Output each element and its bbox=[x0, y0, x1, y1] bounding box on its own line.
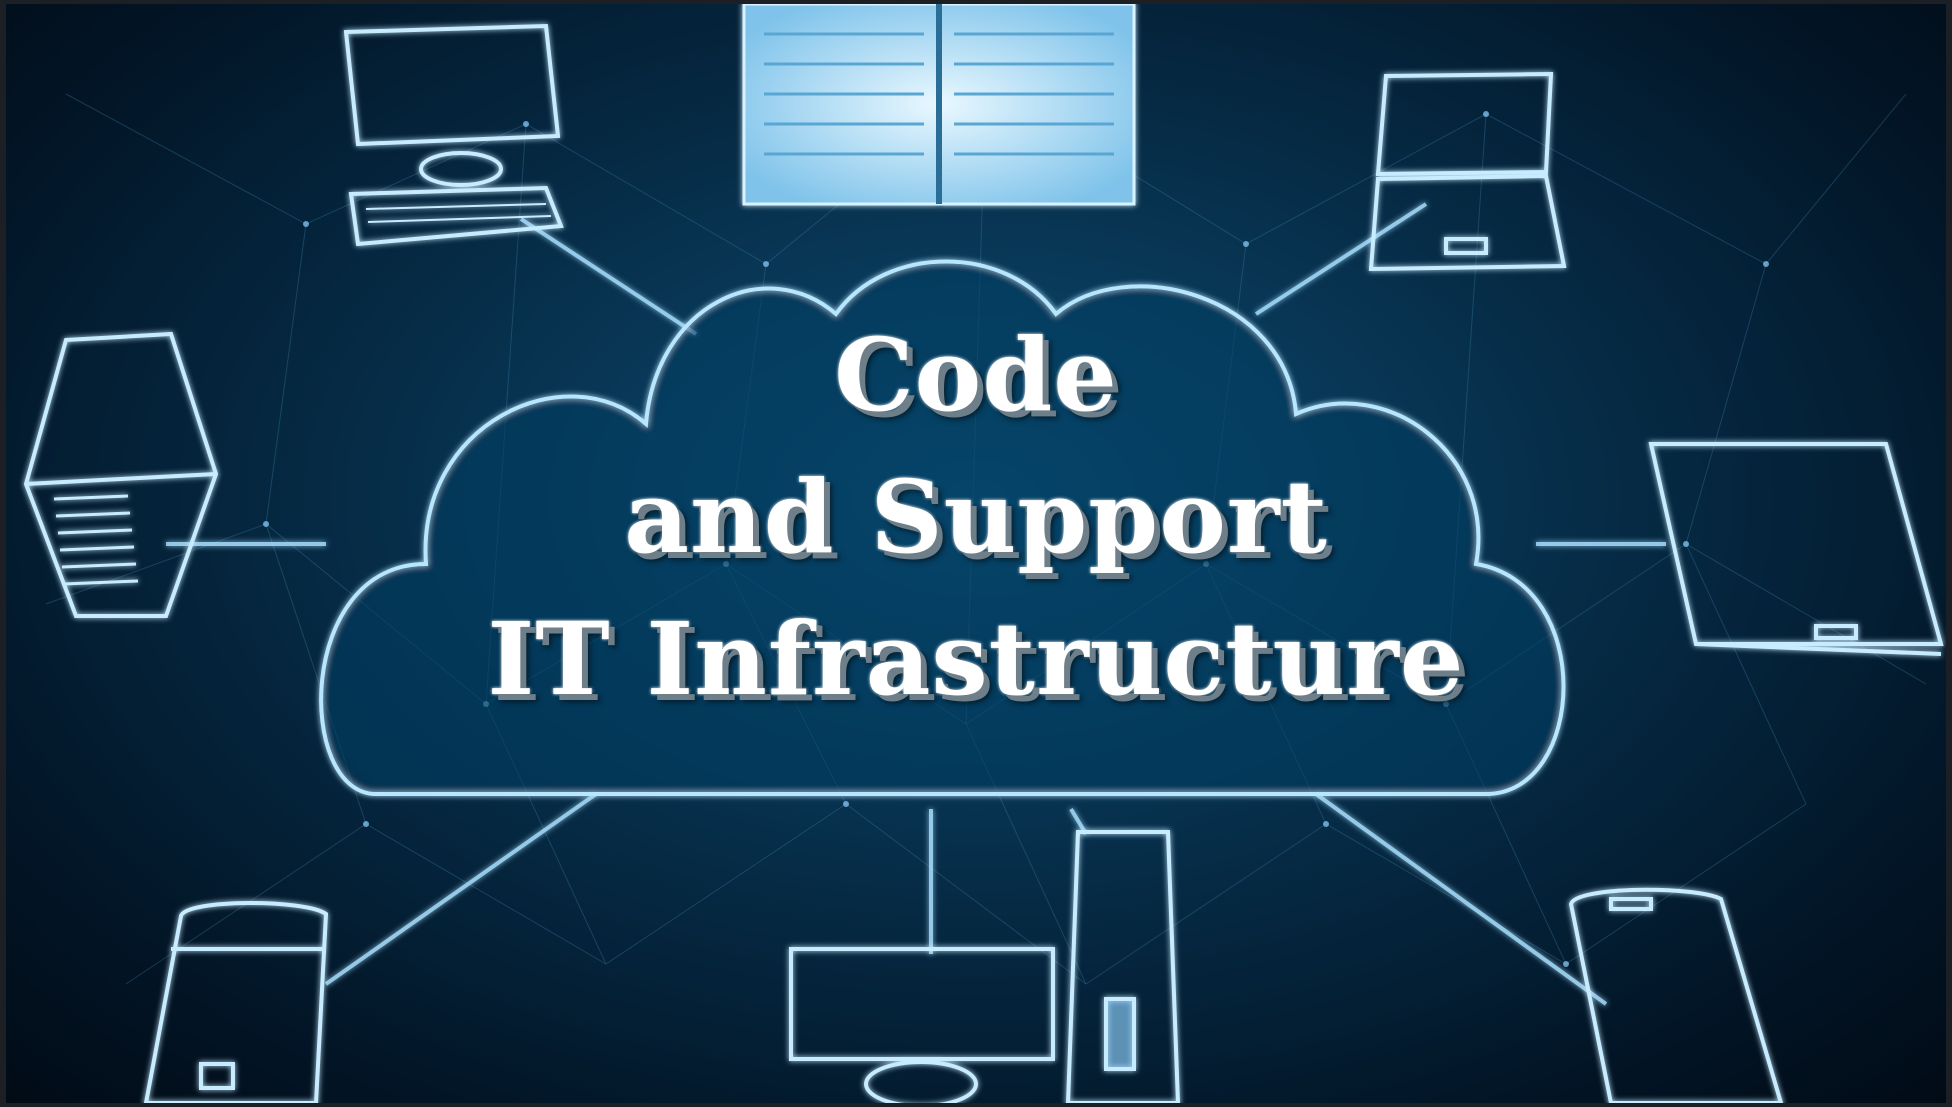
connector-lines bbox=[166, 202, 1666, 1006]
network-scene bbox=[23, 4, 1944, 1103]
smartphone-icon bbox=[143, 901, 329, 1103]
desktop-computer-icon bbox=[343, 23, 564, 247]
tower-server-icon bbox=[1065, 830, 1181, 1103]
headline-line-code: Code bbox=[834, 316, 1118, 434]
cloud-icon bbox=[319, 259, 1566, 796]
desktop-monitor-icon bbox=[789, 947, 1055, 1103]
headline-title: Code and Support IT Infrastructure bbox=[6, 304, 1946, 730]
laptop-icon bbox=[1368, 71, 1567, 272]
headline-line-and-support: and Support bbox=[624, 458, 1328, 576]
laptop-icon bbox=[1648, 442, 1944, 656]
server-rack-icon bbox=[742, 4, 1136, 206]
smartphone-icon bbox=[1568, 887, 1784, 1103]
headline-line-it-infrastructure: IT Infrastructure bbox=[487, 600, 1465, 718]
tower-server-icon bbox=[23, 331, 219, 618]
network-illustration: Code and Support IT Infrastructure bbox=[6, 4, 1946, 1103]
